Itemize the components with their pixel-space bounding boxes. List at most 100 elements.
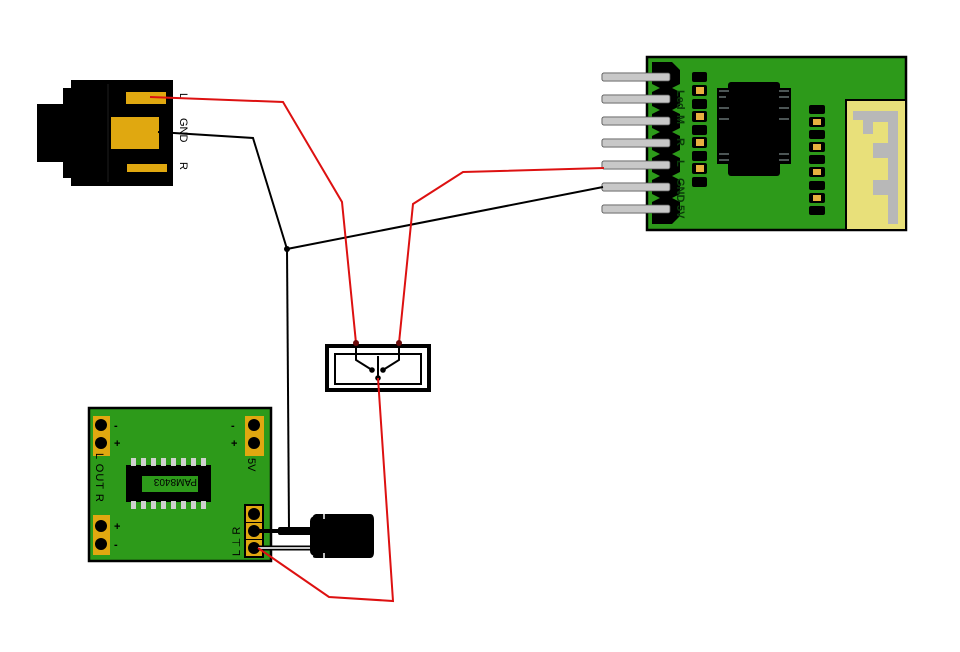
jack-plug-body — [37, 104, 67, 162]
chip-pins-bottom — [131, 501, 206, 509]
smd-led-core — [696, 87, 704, 94]
cap-lead-sleeve — [278, 527, 314, 535]
smd-led-core — [813, 195, 821, 201]
chip-pin — [171, 458, 176, 466]
smd-pad — [692, 99, 707, 109]
bt-pin-tips — [601, 72, 671, 214]
wire-junction-to-capacitor — [286, 248, 290, 530]
amp-input-hole-r — [248, 508, 260, 520]
bt-smd-column-left — [692, 72, 707, 187]
switch-left-terminal — [353, 340, 359, 346]
electrolytic-capacitor — [258, 514, 374, 558]
smd-pad — [692, 151, 707, 161]
wire-jack-gnd-to-junction — [157, 131, 288, 250]
switch-left-contact — [369, 367, 375, 373]
jack-pin-label-l: L — [177, 93, 189, 99]
switch-left-lever — [355, 343, 373, 371]
chip-pin — [201, 458, 206, 466]
bt-smd-column-right — [809, 105, 825, 215]
chip-pin — [181, 501, 186, 509]
gnd-junction-dot — [284, 246, 290, 252]
bt-pin-tip — [601, 160, 671, 170]
chip-pin — [161, 458, 166, 466]
amp-out-l-minus-label: - — [114, 539, 118, 551]
amp-5v-label: 5V — [245, 458, 257, 472]
smd-pad — [809, 206, 825, 215]
bt-pin-label-gnd: GND — [674, 178, 686, 203]
jack-pad-l — [126, 92, 166, 104]
chip-pin — [201, 501, 206, 509]
bt-pin-label-5v: 5V — [674, 205, 686, 219]
chip-pin — [161, 501, 166, 509]
amp-input-hole-gnd — [248, 525, 260, 537]
bt-pin-tip — [601, 116, 671, 126]
bt-pin-tip — [601, 204, 671, 214]
amp-5v-plus-hole — [248, 437, 260, 449]
smd-pad — [692, 177, 707, 187]
antenna-trace — [853, 111, 898, 224]
cap-end — [310, 516, 324, 556]
chip-label-plate — [142, 476, 198, 492]
chip-pin — [181, 458, 186, 466]
amp-out-r-minus-label: - — [114, 420, 118, 432]
chip-pin — [131, 458, 136, 466]
bt-pin-label-led: Led — [674, 90, 686, 110]
chip-pin — [141, 458, 146, 466]
bt-pin-tip — [601, 94, 671, 104]
bt-pin-label-l: L — [674, 160, 686, 167]
amp-input-label: L ⊥ R — [231, 527, 243, 556]
smd-led-core — [696, 139, 704, 146]
slide-switch — [325, 343, 431, 392]
smd-led-core — [813, 169, 821, 175]
jack-pad-gnd — [111, 117, 159, 149]
chip-pin — [171, 501, 176, 509]
cap-junction-dot — [287, 527, 291, 531]
chip-pin — [191, 458, 196, 466]
audio-jack: L GND R — [37, 80, 189, 186]
bt-main-ic — [717, 82, 791, 176]
smd-pad — [809, 155, 825, 164]
chip-pins-top — [131, 458, 206, 466]
amp-out-r-plus-hole — [95, 437, 107, 449]
smd-pad — [809, 130, 825, 139]
bt-pin-label-m: M — [674, 115, 686, 124]
bt-pin-tip — [601, 138, 671, 148]
pam8403-amplifier: - + + - L OUT R - + 5V — [87, 406, 273, 563]
switch-right-terminal — [396, 340, 402, 346]
red-wires — [149, 96, 605, 603]
jack-pin-label-gnd: GND — [177, 118, 189, 143]
bt-pin-tip — [601, 72, 671, 82]
wire-bt-l-to-switch — [398, 167, 605, 344]
smd-pad — [809, 181, 825, 190]
smd-pad — [692, 72, 707, 82]
amp-out-r-minus-hole — [95, 419, 107, 431]
bt-antenna — [845, 99, 907, 231]
smd-led-core — [813, 119, 821, 125]
pam8403-chip: PAM8403 — [126, 458, 211, 509]
smd-led-core — [696, 113, 704, 120]
wire-jack-l-to-switch — [149, 96, 357, 344]
chip-pin — [151, 458, 156, 466]
wire-switch-to-amp-l — [257, 377, 395, 603]
smd-led-core — [696, 165, 704, 172]
amp-5v-plus-label: + — [231, 438, 237, 450]
chip-pin — [151, 501, 156, 509]
amp-input-hole-l — [248, 542, 260, 554]
amp-out-r-plus-label: + — [114, 438, 120, 450]
amp-5v-minus-label: - — [231, 420, 235, 432]
amp-out-l-minus-hole — [95, 538, 107, 550]
smd-pad — [692, 125, 707, 135]
wire-bt-gnd-to-junction — [286, 186, 604, 250]
amp-output-label: L OUT R — [93, 453, 105, 503]
bluetooth-module: Led M R L GND 5V — [601, 55, 908, 232]
black-wires — [157, 131, 604, 530]
jack-pad-r — [127, 164, 167, 172]
chip-label: PAM8403 — [153, 476, 197, 487]
amp-5v-minus-hole — [248, 419, 260, 431]
smd-pad — [809, 105, 825, 114]
chip-pin — [191, 501, 196, 509]
cap-body — [313, 514, 374, 558]
amp-out-l-plus-label: + — [114, 521, 120, 533]
bt-pin-tip — [601, 182, 671, 192]
